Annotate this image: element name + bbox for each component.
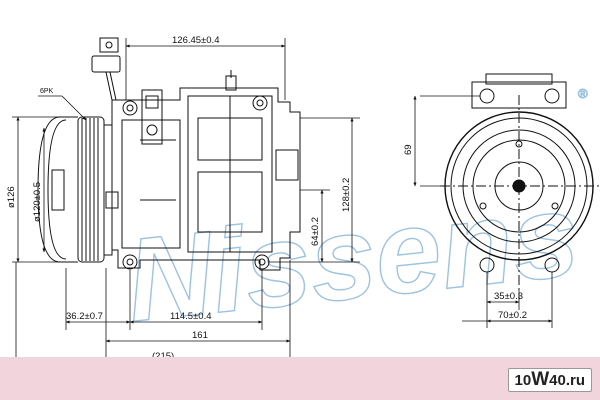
- pulley: [37, 116, 113, 263]
- compressor-front-view: [440, 73, 600, 300]
- dim-mount-spacing: 114.5±0.4: [170, 311, 212, 322]
- compressor-body: [105, 70, 301, 271]
- dim-inner-diameter: ø120±0.5: [32, 182, 43, 222]
- badge-prefix: 10: [514, 371, 532, 389]
- electrical-connector: [91, 37, 163, 145]
- footer-band: [0, 357, 600, 400]
- badge-suffix: 40.ru: [549, 371, 585, 389]
- dim-belt-type: 6PK: [40, 88, 54, 95]
- badge-highlight: W: [531, 369, 550, 390]
- dim-body-length: 161: [192, 330, 208, 341]
- dim-total-height: 128±0.2: [341, 178, 352, 212]
- dim-overall-length: (215): [152, 351, 174, 362]
- dim-axis-height: 64±0.2: [310, 217, 321, 246]
- dim-hub-offset: 36.2±0.7: [66, 311, 103, 322]
- watermark: Nissens ®: [120, 86, 589, 348]
- dim-side-half-width: 35±0.3: [494, 291, 523, 302]
- dim-side-height: 69: [403, 144, 414, 155]
- dim-top-length: 126.45±0.4: [172, 35, 219, 46]
- site-badge[interactable]: 10 W 40.ru: [507, 368, 592, 392]
- dimension-labels: 126.45±0.4 6PK ø126 ø120±0.5 128±0.2 64±…: [6, 35, 527, 362]
- compressor-side-view: [37, 37, 301, 271]
- registered-mark: ®: [578, 86, 588, 101]
- dim-side-mount-width: 70±0.2: [498, 310, 527, 321]
- dim-outer-diameter: ø126: [6, 186, 17, 208]
